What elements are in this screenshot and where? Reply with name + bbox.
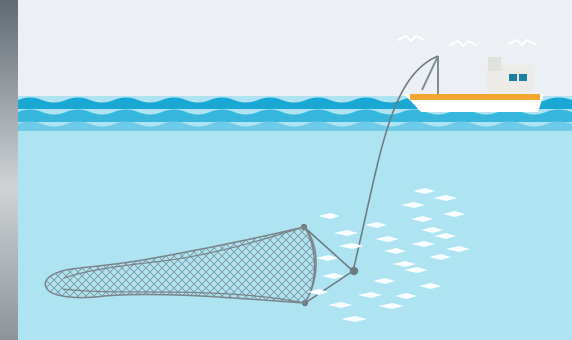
boat-mast-box [488, 57, 501, 71]
boat-stripe [410, 94, 540, 100]
fishing-illustration [18, 0, 572, 340]
trawler-illustration-svg [18, 0, 572, 340]
left-margin [0, 0, 20, 340]
boat-window-2 [519, 74, 527, 81]
boat-window-1 [509, 74, 517, 81]
trawl-door [350, 267, 358, 275]
